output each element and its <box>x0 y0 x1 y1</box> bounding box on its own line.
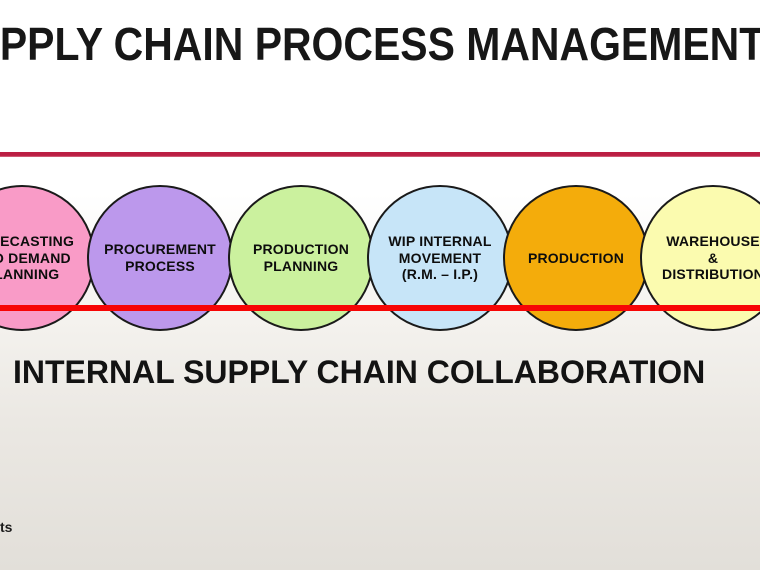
collaboration-heading: INTERNAL SUPPLY CHAIN COLLABORATION <box>13 354 706 390</box>
circle-label-line: FORECASTING <box>0 233 75 250</box>
collaboration-span-line <box>0 305 760 311</box>
circle-label-line: PRODUCTION <box>527 249 625 266</box>
circle-label-line: PROCUREMENT <box>104 241 216 258</box>
circle-label-line: DISTRIBUTION <box>662 266 760 283</box>
circle-label-line: PLANNING <box>0 266 60 283</box>
circle-label-line: PLANNING <box>263 258 339 274</box>
title-divider-line <box>0 152 760 157</box>
slide-title: SUPPLY CHAIN PROCESS MANAGEMENT <box>0 18 760 70</box>
circle-label-line: WIP INTERNAL <box>388 233 492 250</box>
watermark-text-fragment: ts <box>0 519 13 535</box>
process-circle-warehouse-distribution: WAREHOUSE & DISTRIBUTION <box>640 185 760 331</box>
circle-label-line: MOVEMENT <box>398 249 482 266</box>
circle-label-line: AND DEMAND <box>0 249 71 266</box>
circle-label-line: PROCESS <box>125 258 195 274</box>
circle-label-line: WAREHOUSE <box>666 233 760 250</box>
circle-label-line: PRODUCTION <box>252 241 350 258</box>
circle-label-line: (R.M. – I.P.) <box>401 266 479 283</box>
circle-label-line: & <box>707 249 719 266</box>
